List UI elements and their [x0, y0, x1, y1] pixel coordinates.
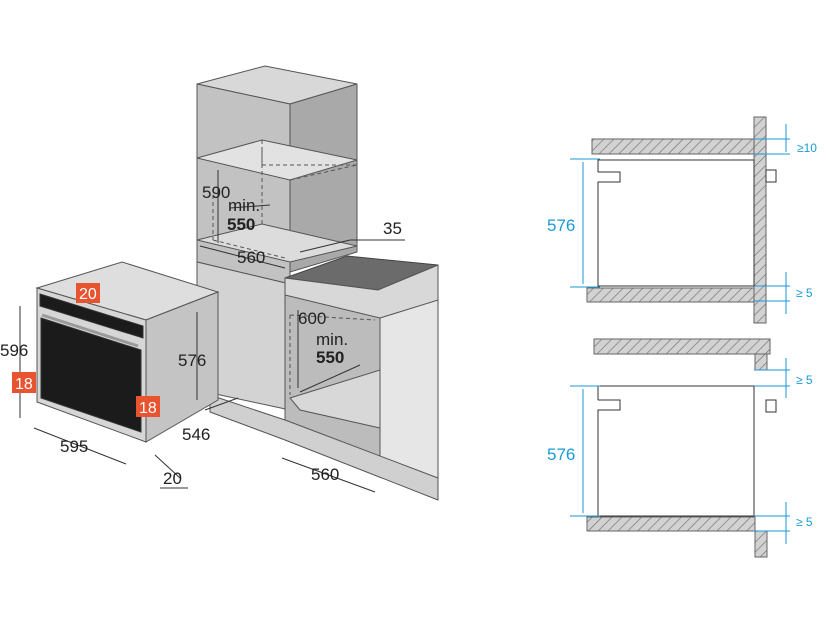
badge-right	[136, 396, 160, 417]
base-width-label: 560	[311, 465, 339, 484]
badge-top-label: 20	[79, 286, 97, 303]
oven-height-label: 596	[0, 341, 28, 360]
section-bottom-gap-bottom-label: ≥ 5	[796, 515, 813, 529]
base-height-label: 600	[298, 309, 326, 328]
base-cabinet	[209, 255, 439, 501]
base-min-label: min.	[316, 330, 348, 349]
base-min-value: 550	[316, 348, 344, 367]
section-top-gap-top-label: ≥10	[797, 141, 817, 155]
badge-left	[12, 372, 36, 393]
tall-width-label: 560	[237, 248, 265, 267]
badge-right-label: 18	[139, 400, 157, 417]
tall-height-label: 590	[202, 183, 230, 202]
section-view-bottom	[570, 338, 790, 558]
countertop-label: 35	[383, 219, 402, 238]
tall-min-label: min.	[228, 196, 260, 215]
oven-front-offset-label: 20	[163, 469, 182, 488]
section-bottom-height-label: 576	[547, 445, 575, 464]
oven	[19, 261, 239, 489]
tall-min-value: 550	[227, 215, 255, 234]
oven-body-height-label: 576	[178, 351, 206, 370]
oven-depth-label: 546	[182, 425, 210, 444]
badge-left-label: 18	[15, 376, 33, 393]
oven-width-label: 595	[60, 437, 88, 456]
section-top-gap-bottom-label: ≥ 5	[796, 286, 813, 300]
tall-cabinet	[196, 65, 405, 411]
section-top-height-label: 576	[547, 216, 575, 235]
section-bottom-gap-top-label: ≥ 5	[796, 373, 813, 387]
section-view-top	[570, 116, 790, 324]
badge-top	[76, 283, 100, 303]
